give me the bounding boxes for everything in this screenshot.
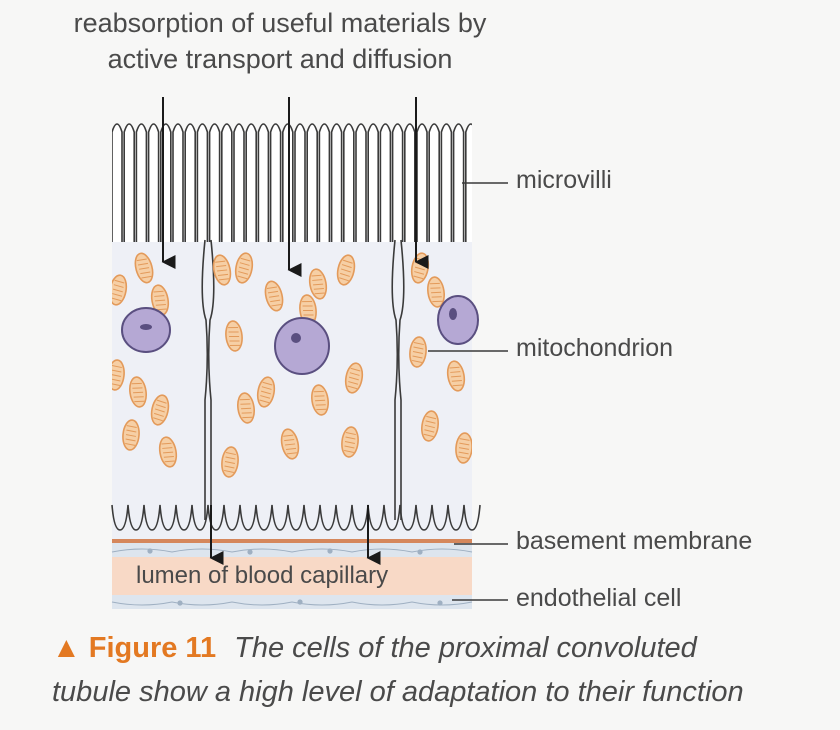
microvillus bbox=[271, 124, 281, 242]
microvillus bbox=[246, 124, 256, 242]
endothelial-nucleus bbox=[147, 548, 152, 553]
microvillus bbox=[185, 124, 195, 242]
label-endothelial-cell: endothelial cell bbox=[516, 584, 681, 613]
microvillus bbox=[258, 124, 268, 242]
microvillus bbox=[441, 124, 451, 242]
endothelial-nucleus bbox=[417, 549, 422, 554]
nucleolus bbox=[140, 324, 152, 330]
microvillus bbox=[417, 124, 427, 242]
microvillus bbox=[319, 124, 329, 242]
caption-line-1: ▲ Figure 11 The cells of the proximal co… bbox=[52, 632, 697, 665]
microvillus bbox=[368, 124, 378, 242]
microvillus bbox=[356, 124, 366, 242]
endothelial-nucleus bbox=[437, 600, 442, 605]
nucleolus bbox=[449, 308, 457, 320]
microvillus bbox=[136, 124, 146, 242]
microvillus bbox=[124, 124, 134, 242]
microvillus bbox=[405, 124, 415, 242]
basement-layer bbox=[112, 543, 472, 557]
microvillus bbox=[380, 124, 390, 242]
figure-number: Figure 11 bbox=[89, 632, 216, 664]
endothelial-nucleus bbox=[297, 599, 302, 604]
microvillus bbox=[112, 124, 122, 242]
microvillus bbox=[222, 124, 232, 242]
nucleolus bbox=[291, 333, 301, 343]
nucleus bbox=[438, 296, 478, 344]
microvillus bbox=[197, 124, 207, 242]
label-microvilli: microvilli bbox=[516, 166, 612, 195]
microvillus bbox=[210, 124, 220, 242]
microvilli-brush-border bbox=[112, 124, 476, 242]
microvillus bbox=[283, 124, 293, 242]
caption-line-2: tubule show a high level of adaptation t… bbox=[52, 676, 744, 709]
microvillus bbox=[173, 124, 183, 242]
microvillus bbox=[295, 124, 305, 242]
microvillus bbox=[307, 124, 317, 242]
microvillus bbox=[234, 124, 244, 242]
microvillus bbox=[344, 124, 354, 242]
triangle-icon: ▲ bbox=[52, 632, 81, 664]
microvillus bbox=[429, 124, 439, 242]
label-mitochondrion: mitochondrion bbox=[516, 334, 673, 363]
endothelial-nucleus bbox=[247, 549, 252, 554]
label-basement-membrane: basement membrane bbox=[516, 527, 752, 556]
endothelial-nucleus bbox=[327, 548, 332, 553]
endothelial-nucleus bbox=[177, 600, 182, 605]
label-lumen: lumen of blood capillary bbox=[136, 562, 388, 590]
microvillus bbox=[393, 124, 403, 242]
nucleus bbox=[275, 318, 329, 374]
microvillus bbox=[332, 124, 342, 242]
microvillus bbox=[149, 124, 159, 242]
caption-text-1: The cells of the proximal convoluted bbox=[234, 632, 697, 664]
